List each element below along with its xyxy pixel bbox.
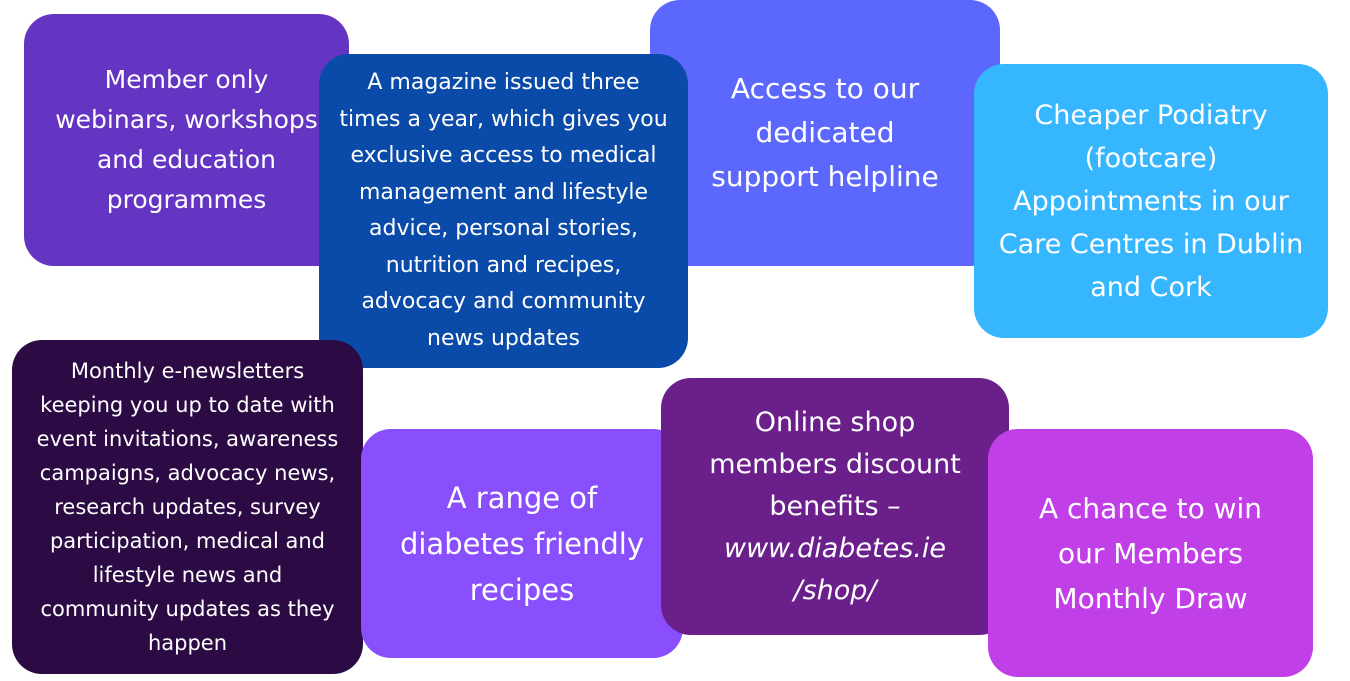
card-line: A magazine issued three	[367, 70, 640, 95]
card-line: research updates, survey	[54, 495, 321, 519]
card-line: Member only	[104, 65, 269, 94]
card-line: support helpline	[711, 160, 939, 193]
card-line: Access to our	[730, 72, 920, 105]
card-line: Care Centres in Dublin	[998, 228, 1304, 260]
card-line: members discount	[709, 448, 961, 480]
card-line: keeping you up to date with	[40, 393, 335, 417]
card-line: benefits –	[769, 490, 901, 522]
card-line: our Members	[1057, 536, 1244, 570]
benefit-card-helpline: Access to our dedicated support helpline	[650, 0, 1000, 266]
benefit-card-webinars: Member only webinars, workshops and educ…	[24, 14, 349, 266]
benefit-card-newsletter-text: Monthly e-newsletters keeping you up to …	[37, 354, 339, 660]
benefit-card-magazine-text: A magazine issued three times a year, wh…	[339, 65, 667, 357]
shop-link-text: www.diabetes.ie	[723, 532, 946, 564]
benefit-card-podiatry-text: Cheaper Podiatry (footcare) Appointments…	[999, 94, 1303, 309]
card-line: Cheaper Podiatry	[1034, 99, 1268, 131]
card-line: and Cork	[1090, 271, 1212, 303]
card-line: A range of	[446, 480, 598, 515]
card-line: Monthly Draw	[1053, 581, 1248, 615]
benefit-card-draw: A chance to win our Members Monthly Draw	[988, 429, 1313, 677]
card-line: exclusive access to medical	[350, 143, 657, 168]
benefit-card-recipes-text: A range of diabetes friendly recipes	[400, 475, 644, 613]
benefit-card-shop: Online shop members discount benefits – …	[661, 378, 1009, 635]
shop-link-text: /shop/	[793, 574, 877, 606]
card-line: management and lifestyle	[358, 179, 648, 205]
card-line: happen	[147, 631, 228, 655]
card-line: news updates	[427, 325, 580, 351]
card-line: Monthly e-newsletters	[70, 359, 305, 383]
card-line: webinars, workshops	[55, 105, 318, 134]
benefit-card-helpline-text: Access to our dedicated support helpline	[711, 67, 938, 199]
card-line: participation, medical and	[49, 529, 325, 553]
card-line: lifestyle news and	[92, 563, 283, 587]
card-line: Online shop	[754, 406, 916, 438]
card-line: community updates as they	[40, 597, 335, 621]
benefit-card-draw-text: A chance to win our Members Monthly Draw	[1039, 486, 1262, 621]
benefit-card-magazine: A magazine issued three times a year, wh…	[319, 54, 688, 368]
card-line: advice, personal stories,	[369, 216, 638, 241]
card-line: programmes	[106, 185, 267, 214]
benefit-card-podiatry: Cheaper Podiatry (footcare) Appointments…	[974, 64, 1328, 338]
card-line: advocacy and community	[361, 289, 646, 314]
card-line: and education	[96, 145, 277, 174]
card-line: campaigns, advocacy news,	[39, 461, 336, 485]
card-line: dedicated	[755, 116, 895, 149]
benefit-card-webinars-text: Member only webinars, workshops and educ…	[55, 60, 318, 220]
card-line: times a year, which gives you	[339, 106, 668, 132]
card-line: diabetes friendly	[399, 526, 645, 561]
card-line: nutrition and recipes,	[385, 252, 622, 278]
card-line: A chance to win	[1038, 491, 1263, 525]
benefit-card-newsletter: Monthly e-newsletters keeping you up to …	[12, 340, 363, 674]
card-line: Appointments in our	[1013, 185, 1289, 217]
card-line: recipes	[469, 572, 575, 607]
benefit-card-shop-text: Online shop members discount benefits – …	[709, 402, 961, 612]
card-line: (footcare)	[1084, 142, 1218, 174]
card-line: event invitations, awareness	[36, 427, 339, 451]
benefit-card-recipes: A range of diabetes friendly recipes	[361, 429, 683, 658]
